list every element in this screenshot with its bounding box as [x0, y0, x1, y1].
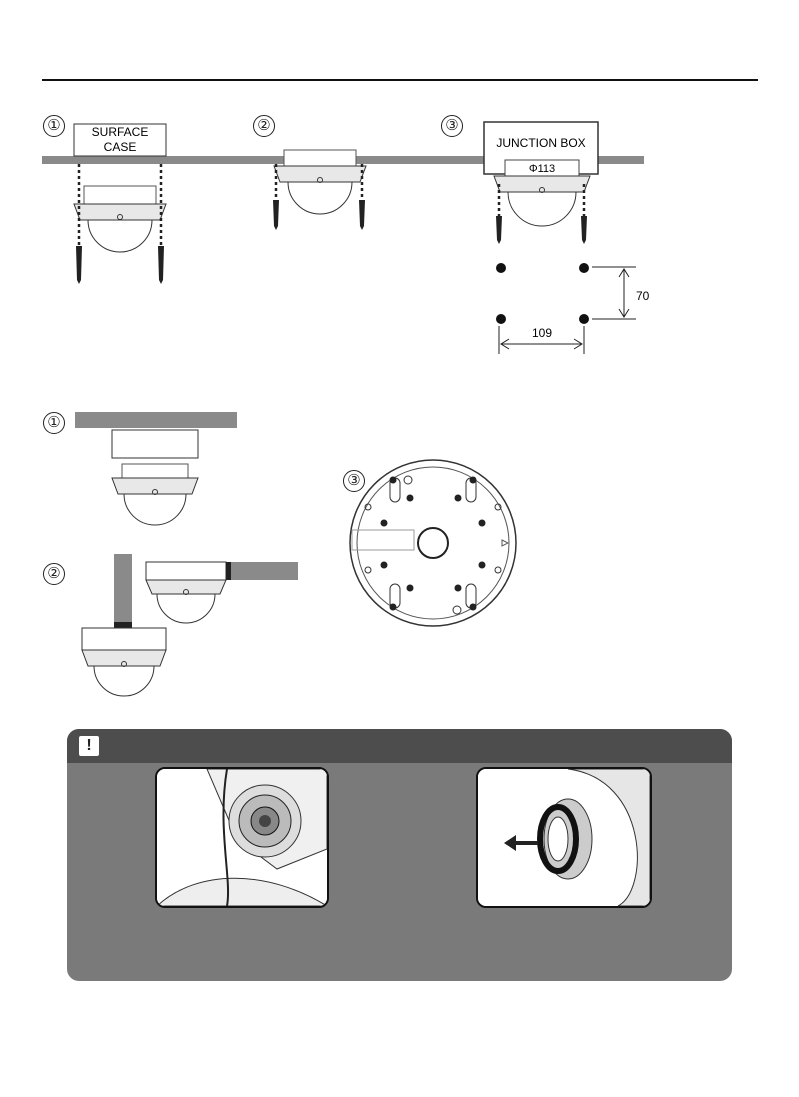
surface-case-label-line2: CASE: [104, 140, 137, 154]
photo-lens-ring: [155, 767, 329, 908]
junction-box-label: JUNCTION BOX: [496, 136, 585, 150]
wall-mount-diagram: [0, 400, 799, 710]
diameter-label: Φ113: [529, 163, 555, 175]
header-rule: [42, 79, 758, 81]
photo-ring-removal: [476, 767, 652, 908]
note-header-bar: [67, 729, 732, 763]
dimension-109: 109: [532, 326, 552, 340]
step-2-number: ②: [253, 115, 275, 137]
ceiling-mount-diagram: SURFACE CASE JUNCTION BOX Φ113 70 109: [0, 100, 799, 400]
dimension-70: 70: [636, 289, 650, 303]
exclamation-icon: !: [79, 736, 99, 756]
step-3-number: ③: [441, 115, 463, 137]
step-1-number: ①: [43, 115, 65, 137]
surface-case-label-line1: SURFACE: [92, 125, 149, 139]
